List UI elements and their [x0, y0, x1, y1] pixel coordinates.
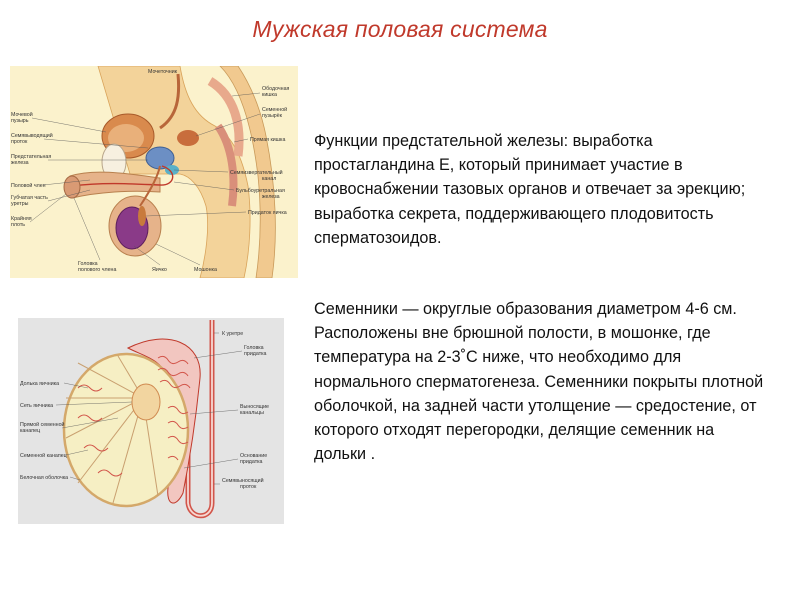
label-ejac-2: канал: [262, 176, 276, 182]
label-vas-1: Семявыводящий: [11, 132, 53, 139]
label-straight-2: канапец: [20, 428, 40, 434]
rete-shape: [131, 383, 161, 421]
label-spongy-1: Губчатая часть: [11, 195, 48, 201]
label-bulbo-2: железа: [262, 194, 280, 200]
label-duct-2: проток: [240, 484, 257, 490]
label-head-2: придатка: [244, 351, 267, 357]
label-base-1: Основание: [240, 453, 267, 459]
label-base-2: придатка: [240, 459, 263, 465]
label-spongy-2: уретры: [11, 201, 29, 207]
rectum-shape: [214, 123, 238, 207]
label-seminif: Семенной канапец: [20, 452, 67, 459]
label-bladder-1: Мочевой: [11, 111, 33, 118]
label-scrotum: Мошонка: [194, 267, 217, 273]
label-epid: Придаток яичка: [248, 210, 287, 216]
label-bladder-2: пузырь: [11, 118, 29, 124]
label-foreskin-2: плоть: [11, 222, 25, 228]
label-albug: Белочная оболочка: [20, 475, 68, 481]
ureter-shape: [159, 73, 181, 130]
label-colon-2: кишка: [262, 92, 277, 98]
label-lobule: Долька яичника: [20, 381, 59, 387]
label-prostate-2: железа: [11, 160, 29, 166]
back-skin: [219, 66, 276, 278]
testis-body-shape: [62, 352, 190, 508]
male-reproductive-sagittal-diagram: Мочеточник Мочевой пузырь Семявыводящий …: [10, 66, 298, 278]
label-efferent-2: канальцы: [240, 410, 264, 416]
label-vas-2: проток: [11, 139, 28, 145]
slide-title: Мужская половая система: [252, 16, 548, 42]
label-to-urethra: К уретре: [222, 331, 243, 337]
label-efferent-1: Выносящие: [240, 404, 269, 410]
penis-shape: [69, 171, 161, 199]
label-colon-1: Ободочная: [262, 86, 290, 92]
label-duct-1: Семявыносящий: [222, 477, 264, 484]
label-rectum: Прямая кишка: [250, 137, 285, 143]
label-ejac-1: Семяизвергательный: [230, 169, 283, 176]
colon-shape: [207, 77, 244, 157]
label-glans-2: полового члена: [78, 267, 116, 273]
vesicle-shape: [177, 130, 199, 146]
label-rete: Сеть яичника: [20, 403, 53, 409]
label-ureter: Мочеточник: [148, 69, 178, 75]
label-head-1: Головка: [244, 345, 264, 351]
label-testis: Яичко: [152, 267, 167, 273]
prostate-function-text: Функции предстательной железы: выработка…: [314, 132, 746, 247]
label-bulbo-1: Бульбоуретральная: [236, 188, 285, 194]
label-prostate-1: Предстательная: [11, 154, 51, 160]
label-foreskin-1: Крайняя: [11, 215, 32, 222]
label-glans-1: Головка: [78, 261, 98, 267]
label-vesicle-2: пузырёк: [262, 113, 283, 119]
label-vesicle-1: Семенной: [262, 106, 287, 113]
testis-structure-diagram: К уретре Головка придатка Долька яичника…: [18, 318, 284, 524]
label-straight-1: Прямой семенной: [20, 421, 65, 428]
label-penis: Половой член: [11, 182, 46, 189]
testes-description-text: Семенники — округлые образования диаметр…: [314, 300, 764, 464]
